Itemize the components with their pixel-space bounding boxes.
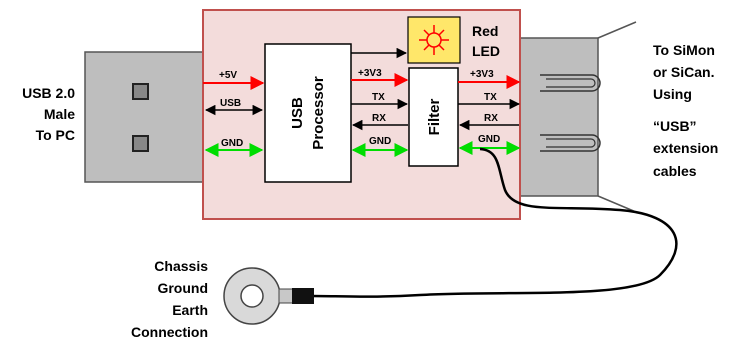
svg-text:To SiMon: To SiMon bbox=[653, 42, 715, 58]
rx-mid-label: RX bbox=[372, 113, 386, 124]
plus3v3-mid-label: +3V3 bbox=[358, 68, 382, 79]
svg-text:Connection: Connection bbox=[131, 324, 208, 340]
usb-processor-block bbox=[264, 43, 352, 183]
processor-label-line2: Processor bbox=[310, 76, 327, 150]
filter-label: Filter bbox=[426, 99, 443, 136]
filter-block bbox=[408, 67, 459, 167]
usb-male-plug bbox=[84, 51, 204, 183]
svg-text:cables: cables bbox=[653, 163, 697, 179]
plus3v3-right-label: +3V3 bbox=[470, 69, 494, 80]
svg-text:or SiCan.: or SiCan. bbox=[653, 64, 714, 80]
tx-right-label: TX bbox=[484, 92, 497, 103]
tx-mid-label: TX bbox=[372, 92, 385, 103]
svg-text:USB 2.0: USB 2.0 bbox=[22, 85, 75, 101]
usb-pc-label: USB 2.0 Male To PC bbox=[22, 85, 75, 143]
rx-right-label: RX bbox=[484, 113, 498, 124]
svg-text:extension: extension bbox=[653, 140, 718, 156]
svg-text:Ground: Ground bbox=[157, 280, 208, 296]
red-led-label-line2: LED bbox=[472, 43, 500, 59]
gnd-mid-label: GND bbox=[369, 136, 391, 147]
processor-label-line1: USB bbox=[289, 97, 306, 129]
svg-text:Male: Male bbox=[44, 106, 75, 122]
svg-text:Using: Using bbox=[653, 86, 692, 102]
svg-text:To PC: To PC bbox=[36, 127, 75, 143]
ring-terminal bbox=[223, 267, 314, 325]
gnd-right-label: GND bbox=[478, 134, 500, 145]
to-simon-label: To SiMon or SiCan. Using “USB” extension… bbox=[653, 42, 718, 179]
svg-text:Earth: Earth bbox=[172, 302, 208, 318]
chassis-ground-label: Chassis Ground Earth Connection bbox=[131, 258, 208, 340]
svg-text:“USB”: “USB” bbox=[653, 118, 697, 134]
gnd-left-label: GND bbox=[221, 138, 243, 149]
red-led-label-line1: Red bbox=[472, 23, 498, 39]
pcb-board bbox=[202, 9, 521, 220]
usb-data-label: USB bbox=[220, 98, 241, 109]
earth-cable bbox=[311, 147, 678, 298]
plus5v-label: +5V bbox=[219, 70, 237, 81]
svg-text:Chassis: Chassis bbox=[154, 258, 208, 274]
usb-female-socket bbox=[519, 21, 637, 213]
red-led bbox=[407, 16, 461, 64]
